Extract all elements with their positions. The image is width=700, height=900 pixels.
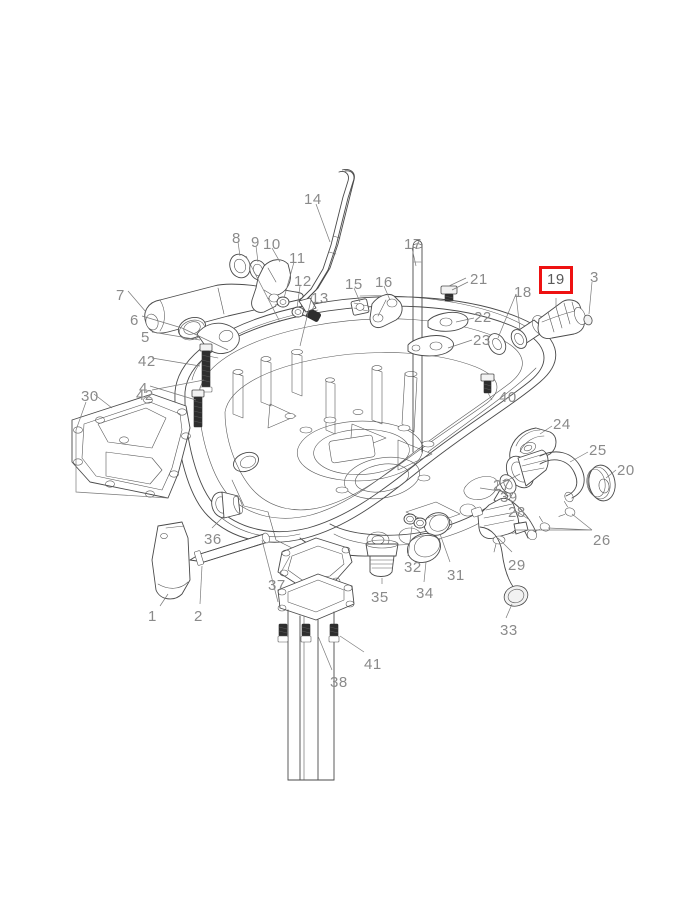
part-label-42: 42 [138,353,156,370]
part-20-grommet [586,464,616,502]
part-label-9: 9 [251,234,260,251]
part-40-bolt [480,373,495,401]
part-label-24: 24 [553,416,571,433]
part-22-plate [427,311,469,332]
part-label-38: 38 [330,674,348,691]
part-35-drain-plug [365,539,399,584]
part-label-27: 27 [493,477,511,494]
part-label-39: 39 [500,489,518,506]
part-23-plate [407,335,454,357]
part-label-20: 20 [617,462,635,479]
parts-18-19-fuel-connector [487,299,593,355]
part-37-gasket-plate [277,537,353,587]
part-31-plug [423,512,451,536]
parts-8-13-cluster [229,253,322,322]
parts-1-2-clamp-lever [151,521,270,600]
part-42-bolt-upper [199,343,213,393]
leader-lines [75,203,617,671]
part-label-2: 2 [194,608,203,625]
part-34-large-plug [407,533,441,563]
part-label-1: 1 [148,608,157,625]
part-label-22: 22 [474,309,492,326]
part-label-26: 26 [593,532,611,549]
part-label-5: 5 [141,329,150,346]
part-label-23: 23 [473,332,491,349]
part-label-29: 29 [508,557,526,574]
part-label-15: 15 [345,276,363,293]
part-label-34: 34 [416,585,434,602]
part-label-16: 16 [375,274,393,291]
part-33-dipstick [479,526,529,619]
part-label-12: 12 [294,273,312,290]
part-label-4: 4 [139,380,148,397]
part-39-gasket [463,476,498,500]
part-label-8: 8 [232,230,241,247]
part-label-25: 25 [589,442,607,459]
part-42-bolt-lower [191,389,205,428]
part-label-42: 42 [136,387,154,404]
part-label-36: 36 [204,531,222,548]
part-label-7: 7 [116,287,125,304]
part-32-small-caps [403,513,427,529]
part-label-33: 33 [500,622,518,639]
part-label-28: 28 [508,504,526,521]
part-label-11: 11 [289,250,306,267]
part-label-37: 37 [268,577,286,594]
part-15-link-clamp [350,298,370,316]
part-16-pivot-bracket [369,293,403,329]
part-label-10: 10 [263,236,281,253]
part-label-13: 13 [311,290,329,307]
part-41-bolts [277,623,340,643]
part-label-32: 32 [404,559,422,576]
part-label-40: 40 [499,389,517,406]
part-30-gasket-plate [71,393,191,499]
part-25-fuel-hose [539,451,585,503]
part-label-18: 18 [514,284,532,301]
part-label-21: 21 [470,271,488,288]
part-label-30: 30 [81,388,99,405]
part-36-bushing-mount [211,491,244,519]
part-21-bolt [440,277,467,302]
part-label-6: 6 [130,312,139,329]
part-label-31: 31 [447,567,465,584]
part-label-17: 17 [404,236,422,253]
part-label-41: 41 [364,656,382,673]
part-14-shift-rod [298,169,355,313]
part-label-14: 14 [304,191,322,208]
part-label-3: 3 [590,269,599,286]
part-label-19-highlighted: 19 [539,266,573,294]
part-label-35: 35 [371,589,389,606]
